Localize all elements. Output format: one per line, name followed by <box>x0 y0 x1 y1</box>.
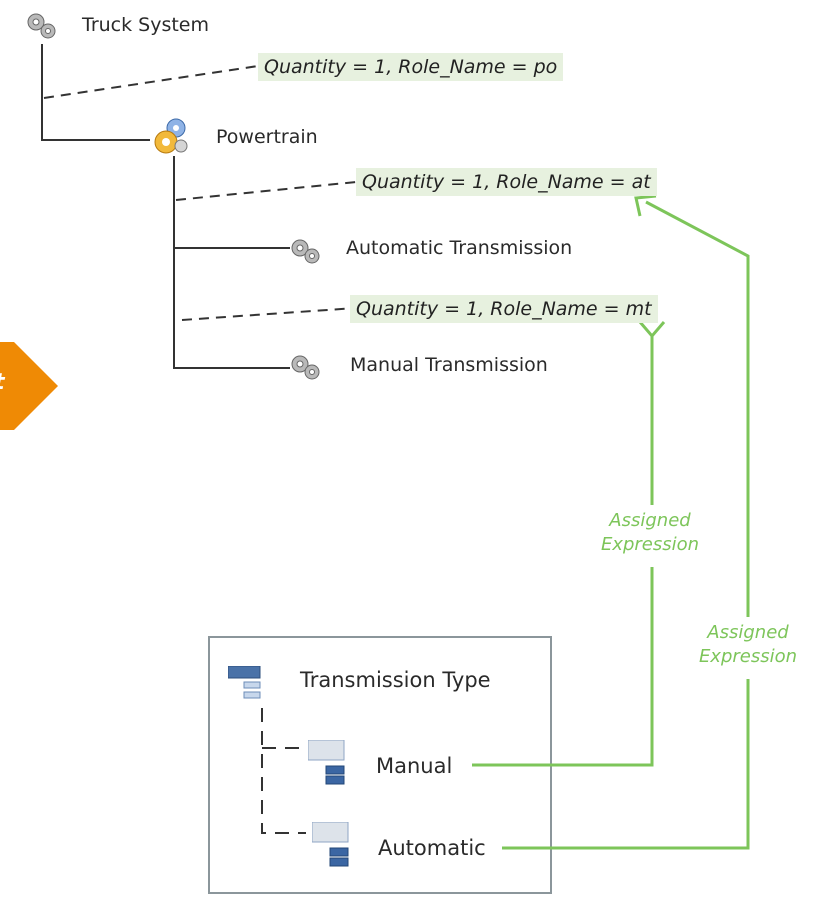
option-item-icon <box>312 822 349 867</box>
colored-gears-icon <box>154 118 188 154</box>
label-gap-1 <box>590 505 710 567</box>
tree-line-truck-powertrain <box>41 44 150 141</box>
connector-mt <box>181 307 357 321</box>
connector-po <box>43 65 259 99</box>
expression-word: Expression <box>600 534 700 555</box>
node-powertrain: Powertrain <box>216 126 318 148</box>
option-tree-lines <box>261 708 306 834</box>
tree-line-powertrain-children <box>173 156 290 369</box>
node-manual-transmission: Manual Transmission <box>350 354 548 376</box>
option-automatic-label: Automatic <box>378 836 486 860</box>
node-automatic-transmission: Automatic Transmission <box>346 237 573 259</box>
expression-word: Expression <box>698 646 798 667</box>
expression-po: Quantity = 1, Role_Name = po <box>258 53 564 81</box>
assigned-expression-label-1: Assigned Expression <box>590 509 710 557</box>
option-item-icon <box>308 740 345 785</box>
gear-icon <box>291 239 320 264</box>
option-box-title: Transmission Type <box>300 668 491 692</box>
expression-mt: Quantity = 1, Role_Name = mt <box>350 295 658 323</box>
expression-at: Quantity = 1, Role_Name = at <box>356 168 657 196</box>
connector-at <box>175 181 357 201</box>
arrow-tab: t <box>0 342 58 430</box>
tree-lines <box>41 44 290 369</box>
option-dashed-line-automatic <box>261 708 306 834</box>
option-manual-label: Manual <box>376 754 453 778</box>
assigned-expression-label-2: Assigned Expression <box>688 621 808 669</box>
label-gap-2 <box>688 617 808 679</box>
assignment-line-automatic <box>502 200 750 850</box>
orange-arrow-icon <box>0 342 58 430</box>
node-truck-system: Truck System <box>82 14 210 36</box>
gear-icon <box>291 355 320 380</box>
arrow-tab-text: t <box>0 370 5 395</box>
assigned-word: Assigned <box>609 510 691 531</box>
arrowhead-mt <box>638 321 666 339</box>
gear-icon <box>27 13 56 39</box>
option-group-icon <box>228 666 261 699</box>
assigned-word: Assigned <box>707 622 789 643</box>
arrowhead-at <box>634 194 657 217</box>
expression-connectors <box>43 65 357 321</box>
